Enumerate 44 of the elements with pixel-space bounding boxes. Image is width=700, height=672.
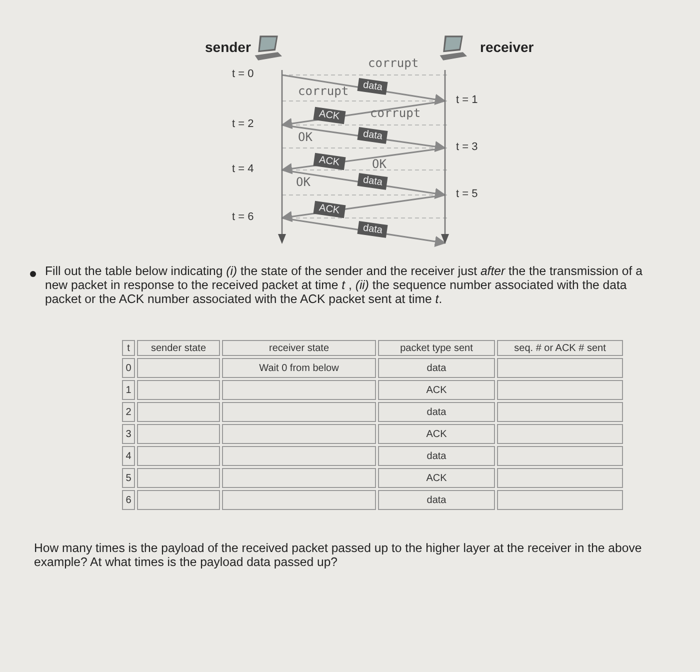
- edge-label: data: [356, 220, 388, 238]
- header-cell: sender state: [137, 340, 220, 356]
- table-cell: 1: [122, 380, 135, 400]
- table-cell: 2: [122, 402, 135, 422]
- time-label: t = 2: [232, 118, 254, 130]
- table-cell: 3: [122, 424, 135, 444]
- table-cell: 6: [122, 490, 135, 510]
- status-annotation: OK: [372, 157, 386, 171]
- table-cell: 5: [122, 468, 135, 488]
- lifeline-label: receiver: [480, 39, 534, 55]
- header-cell: receiver state: [222, 340, 376, 356]
- time-label: t = 6: [232, 211, 254, 223]
- time-label: t = 5: [456, 188, 478, 200]
- table-cell: data: [378, 446, 495, 466]
- edge-label: data: [356, 172, 388, 190]
- status-annotation: corrupt: [370, 106, 421, 120]
- instruction-paragraph: Fill out the table below indicating (i) the state of the sender and the receiver just after the the transmission of a new packet in response to the received packet at time t , (ii) the sequence number associated with the data packet or the ACK number associated with the ACK packet sent at time t.: [45, 264, 644, 306]
- question-text: How many times is the payload of the received packet passed up to the higher layer at the receiver in the above example? At what times is the payload data passed up?: [34, 541, 643, 569]
- status-annotation: OK: [296, 175, 310, 189]
- table-cell: ACK: [378, 424, 495, 444]
- edge-label: ACK: [312, 200, 345, 218]
- edge-label: data: [356, 78, 388, 96]
- status-annotation: OK: [298, 130, 312, 144]
- table-cell: ACK: [378, 380, 495, 400]
- time-label: t = 0: [232, 68, 254, 80]
- table-cell: data: [378, 490, 495, 510]
- edge-label: data: [356, 126, 388, 144]
- header-cell: seq. # or ACK # sent: [497, 340, 623, 356]
- status-annotation: corrupt: [298, 84, 349, 98]
- table-cell: data: [378, 358, 495, 378]
- time-label: t = 1: [456, 94, 478, 106]
- table-cell: ACK: [378, 468, 495, 488]
- status-annotation: corrupt: [368, 56, 419, 70]
- table-cell: 4: [122, 446, 135, 466]
- table-cell: Wait 0 from below: [222, 358, 376, 378]
- table-cell: 0: [122, 358, 135, 378]
- header-cell: packet type sent: [378, 340, 495, 356]
- edge-label: ACK: [312, 107, 345, 124]
- header-cell: t: [122, 340, 135, 356]
- lifeline-label: sender: [205, 39, 251, 55]
- edge-label: ACK: [312, 152, 345, 170]
- time-label: t = 3: [456, 141, 478, 153]
- table-cell: data: [378, 402, 495, 422]
- time-label: t = 4: [232, 163, 254, 175]
